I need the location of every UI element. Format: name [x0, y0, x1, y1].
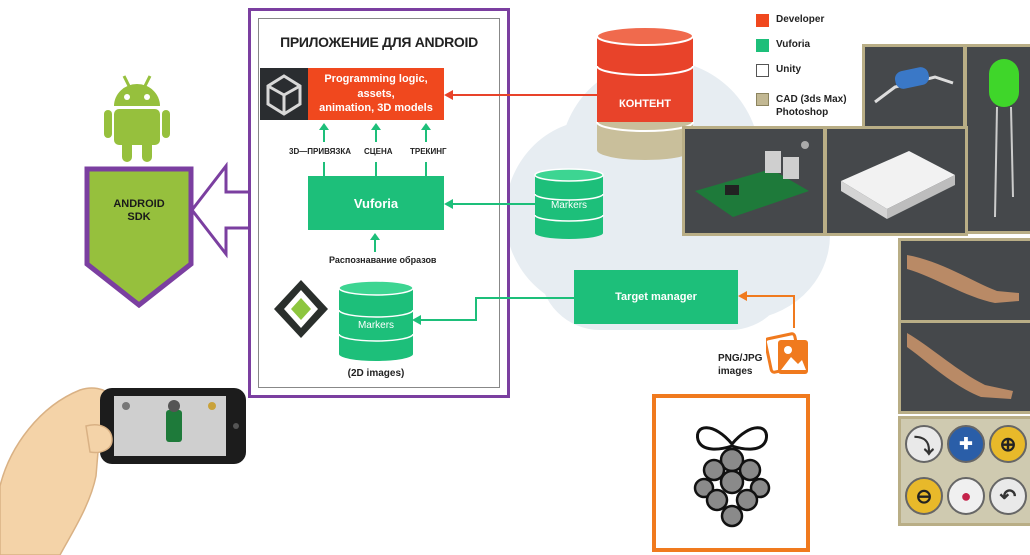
tools-icon: ✚ — [947, 425, 985, 463]
label-scene: СЦЕНА — [364, 147, 393, 156]
unity-logo — [260, 68, 308, 120]
target-manager-arrow — [412, 297, 576, 325]
up-arrows — [319, 123, 431, 176]
legend-vuforia: Vuforia — [756, 39, 810, 52]
recognition-label: Распознавание образов — [329, 255, 437, 265]
programming-line2: animation, 3D models — [319, 102, 433, 115]
programming-line1: Programming logic, assets, — [324, 72, 428, 100]
content-arrow — [444, 90, 598, 100]
label-3d-binding: 3D—ПРИВЯЗКА — [289, 147, 352, 156]
app-title: ПРИЛОЖЕНИЕ ДЛЯ ANDROID — [280, 34, 478, 50]
raspberry-icon: ● — [947, 477, 985, 515]
legend-cad-line2: Photoshop — [776, 107, 829, 118]
legend-swatch-cad — [756, 93, 769, 106]
label-tracking: ТРЕКИНГ — [410, 147, 447, 156]
resistor-model-icon — [865, 47, 963, 127]
legend-swatch-developer — [756, 14, 769, 27]
content-cylinder — [596, 26, 694, 160]
png-jpg-label: PNG/JPG images — [718, 352, 762, 378]
undo-icon: ↶ — [989, 477, 1027, 515]
cloud-markers-cylinder — [534, 168, 604, 239]
legend-label: Unity — [776, 64, 801, 75]
app-markers-label: Markers — [357, 320, 395, 331]
sdk-line1: ANDROID — [113, 198, 165, 210]
markers-arrow — [444, 199, 536, 209]
zoom-in-icon: ⊕ — [989, 425, 1027, 463]
cad-hand-thumb-1 — [898, 238, 1030, 324]
raspberry-board-model-icon — [685, 129, 823, 233]
cad-breadboard-thumb — [824, 126, 968, 236]
legend-label: Vuforia — [776, 39, 811, 50]
android-sdk-badge — [84, 166, 194, 308]
content-label: КОНТЕНТ — [619, 98, 671, 110]
legend-swatch-unity — [756, 64, 769, 77]
legend-cad: CAD (3ds Max) Photoshop — [756, 93, 847, 119]
cad-raspberry-board-thumb — [682, 126, 826, 236]
target-manager-box: Target manager — [574, 270, 738, 324]
programming-logic-box: Programming logic, assets, animation, 3D… — [308, 68, 444, 120]
arm-model-icon — [901, 241, 1030, 321]
cloud-markers-label: Markers — [550, 200, 588, 211]
android-robot-icon — [104, 75, 170, 162]
legend-cad-line1: CAD (3ds Max) — [776, 94, 847, 105]
images-arrow — [738, 291, 795, 328]
vuforia-box: Vuforia — [308, 176, 444, 230]
raspberry-marker-frame — [652, 394, 810, 552]
cad-resistor-thumb — [862, 44, 966, 130]
legend-label: Developer — [776, 14, 825, 25]
redo-icon: ⤵ — [905, 425, 943, 463]
unity-cube-icon — [266, 74, 302, 116]
arm-model-icon — [901, 323, 1030, 411]
legend-developer: Developer — [756, 14, 824, 27]
legend-unity: Unity — [756, 64, 801, 77]
vuforia-label: Vuforia — [353, 195, 399, 211]
cad-led-thumb — [964, 44, 1030, 234]
app-markers-cylinder — [338, 280, 414, 361]
zoom-out-icon: ⊖ — [905, 477, 943, 515]
image-files-icon — [766, 332, 808, 374]
android-sdk-label: ANDROID SDK — [84, 198, 194, 224]
sdk-line2: SDK — [127, 211, 151, 223]
png-line1: PNG/JPG — [718, 353, 763, 364]
breadboard-model-icon — [827, 129, 965, 233]
legend-swatch-vuforia — [756, 39, 769, 52]
target-manager-label: Target manager — [615, 291, 697, 303]
cad-hand-thumb-2 — [898, 320, 1030, 414]
recognition-arrow — [370, 233, 380, 252]
legend-label: CAD (3ds Max) Photoshop — [776, 93, 847, 119]
led-model-icon — [967, 47, 1030, 231]
vuforia-logo-icon — [274, 280, 328, 338]
photoshop-icons-thumb: ⤵ ✚ ⊕ ⊖ ● ↶ — [898, 416, 1030, 526]
png-line2: images — [718, 366, 753, 377]
images-2d-label: (2D images) — [347, 368, 405, 379]
hand-holding-phone-illustration — [0, 387, 246, 555]
raspberry-pi-logo-icon — [693, 426, 771, 528]
